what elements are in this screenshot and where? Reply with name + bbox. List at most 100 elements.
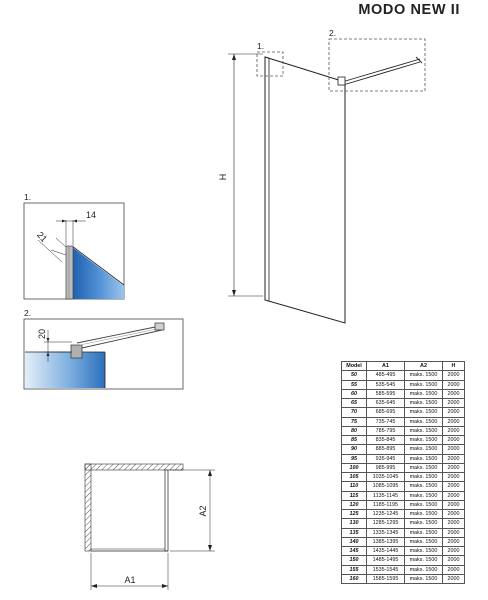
cell-a1: 535-545 [366,379,405,390]
cell-model: 65 [341,397,367,409]
cell-h: 2000 [442,481,465,492]
cell-h: 2000 [442,555,465,566]
cell-model: 50 [341,370,367,381]
cell-a1: 835-845 [366,434,405,446]
cell-a1: 685-695 [366,407,405,418]
detail-1-profile [65,245,74,300]
header-a2: A2 [404,360,443,372]
cell-a1: 935-945 [366,453,405,464]
cell-a1: 1585-1595 [366,573,405,585]
cell-a1: 1285-1295 [366,518,405,529]
cell-model: 155 [341,564,367,575]
cell-a1: 1335-1345 [366,527,405,538]
cell-a1: 785-795 [366,425,405,437]
stabilizer-arm [337,56,423,86]
a1-dimension: A1 [90,553,169,590]
cell-a1: 485-495 [366,370,405,381]
callout-box-2 [328,38,426,92]
cell-h: 2000 [442,499,465,511]
cell-a2: maks. 1500 [404,555,443,566]
cell-a2: maks. 1500 [404,481,443,492]
cell-model: 60 [341,388,367,400]
cell-h: 2000 [442,536,465,548]
cell-a2: maks. 1500 [404,536,443,548]
header-model: Model [341,360,367,372]
cell-model: 105 [341,471,367,483]
cell-a2: maks. 1500 [404,388,443,400]
cell-model: 55 [341,379,367,390]
detail-2-arm [76,322,165,349]
cell-a2: maks. 1500 [404,425,443,437]
cell-a1: 635-645 [366,397,405,409]
cell-a1: 1085-1095 [366,481,405,492]
cell-a2: maks. 1500 [404,444,443,455]
cell-model: 140 [341,536,367,548]
cell-h: 2000 [442,490,465,501]
detail-2-glass [25,352,105,388]
a1-label: A1 [124,575,135,585]
cell-a2: maks. 1500 [404,379,443,390]
cell-h: 2000 [442,518,465,529]
size-table-header: Model A1 A2 H [341,360,465,372]
cell-h: 2000 [442,564,465,575]
cell-a2: maks. 1500 [404,490,443,501]
cell-h: 2000 [442,434,465,446]
cell-a2: maks. 1500 [404,573,443,585]
a2-dimension: A2 [170,469,215,552]
height-dimension: H [218,53,263,297]
cell-a1: 1235-1245 [366,508,405,520]
cell-h: 2000 [442,379,465,390]
cell-a1: 1485-1495 [366,555,405,566]
cell-model: 110 [341,481,367,492]
detail-1: 1. 14 21 [23,192,125,300]
plan-wall-top [84,463,184,471]
cell-a2: maks. 1500 [404,416,443,427]
cell-h: 2000 [442,508,465,520]
cell-h: 2000 [442,462,465,474]
header-a1: A1 [366,360,405,372]
cell-model: 160 [341,573,367,585]
cell-h: 2000 [442,388,465,400]
cell-h: 2000 [442,397,465,409]
cell-a2: maks. 1500 [404,527,443,538]
cell-a1: 1185-1195 [366,499,405,511]
detail-1-glass [72,247,124,299]
detail-2-clamp [70,344,83,359]
cell-a1: 1035-1045 [366,471,405,483]
main-elevation-view: H 1. 2. [218,28,426,324]
cell-a2: maks. 1500 [404,397,443,409]
cell-model: 130 [341,518,367,529]
cell-a2: maks. 1500 [404,564,443,575]
cell-model: 95 [341,453,367,464]
cell-model: 150 [341,555,367,566]
cell-model: 115 [341,490,367,501]
cell-model: 70 [341,407,367,418]
cell-a1: 1535-1545 [366,564,405,575]
cell-model: 145 [341,545,367,557]
cell-a2: maks. 1500 [404,499,443,511]
detail-1-dim-14: 14 [86,210,96,220]
cell-a1: 985-995 [366,462,405,474]
glass-panel [264,56,346,324]
cell-a2: maks. 1500 [404,545,443,557]
cell-a2: maks. 1500 [404,434,443,446]
detail-1-dim-21: 21 [35,230,49,244]
cell-a1: 885-895 [366,444,405,455]
